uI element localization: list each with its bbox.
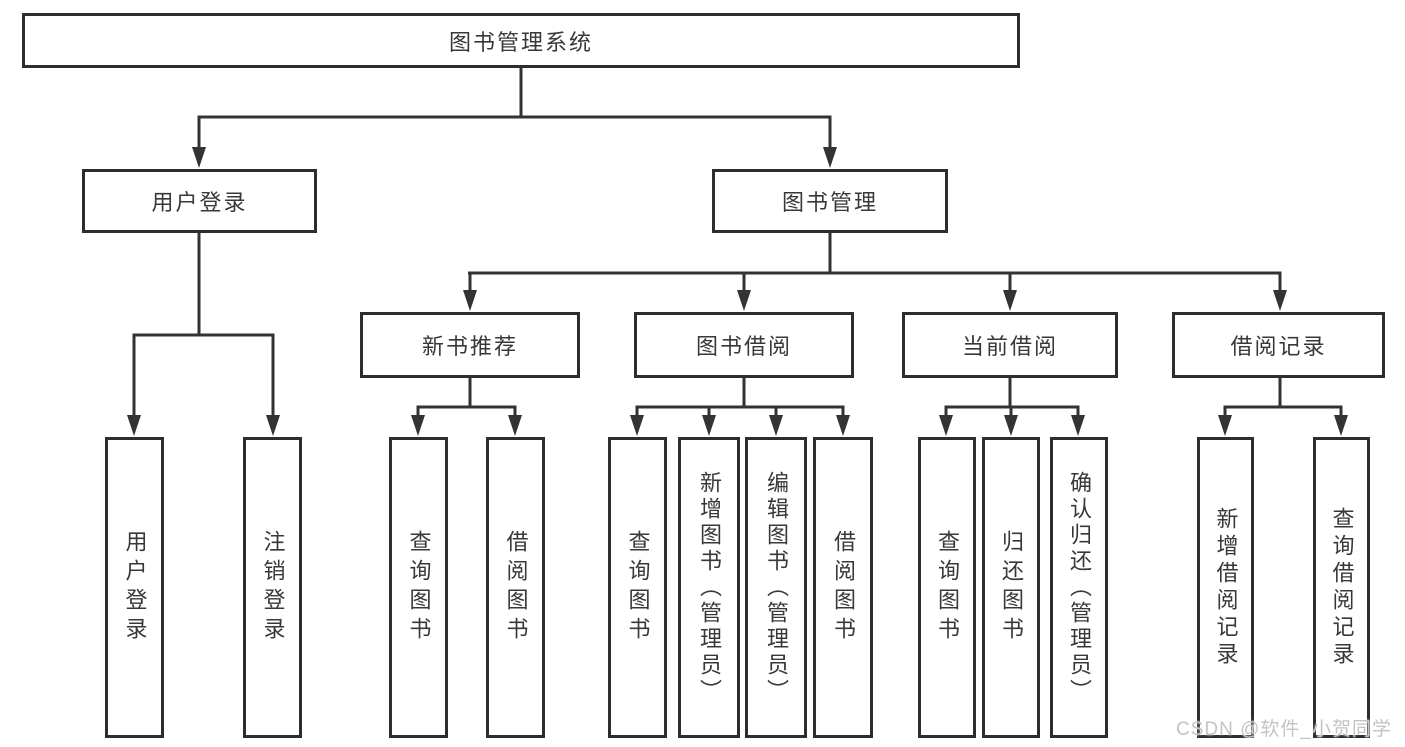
node-current-borrow: 当前借阅 bbox=[902, 312, 1118, 378]
node-root: 图书管理系统 bbox=[22, 13, 1020, 68]
leaf-current-return-book: 归还图书 bbox=[982, 437, 1040, 738]
node-current-borrow-label: 当前借阅 bbox=[961, 334, 1058, 359]
leaf-current-query-book: 查询图书 bbox=[918, 437, 976, 738]
node-user-login-label: 用户登录 bbox=[151, 190, 248, 215]
node-book-management: 图书管理 bbox=[712, 169, 948, 233]
leaf-recommend-query-book: 查询图书 bbox=[389, 437, 448, 738]
leaf-borrow-add-book-admin: 新增图书（管理员） bbox=[678, 437, 740, 738]
leaf-logout-label: 注销登录 bbox=[260, 529, 286, 646]
leaf-recommend-borrow-book-label: 借阅图书 bbox=[503, 529, 529, 646]
leaf-borrow-edit-book-admin: 编辑图书（管理员） bbox=[745, 437, 807, 738]
leaf-records-add-record: 新增借阅记录 bbox=[1197, 437, 1254, 738]
node-root-label: 图书管理系统 bbox=[448, 29, 593, 55]
node-borrow-records: 借阅记录 bbox=[1172, 312, 1385, 378]
leaf-borrow-borrow-book: 借阅图书 bbox=[813, 437, 873, 738]
leaf-user-login-label: 用户登录 bbox=[122, 529, 148, 646]
leaf-records-query-record-label: 查询借阅记录 bbox=[1329, 506, 1355, 669]
connector-arrows bbox=[127, 147, 1348, 436]
leaf-borrow-borrow-book-label: 借阅图书 bbox=[831, 529, 856, 646]
leaf-recommend-query-book-label: 查询图书 bbox=[406, 529, 432, 646]
leaf-current-query-book-label: 查询图书 bbox=[935, 529, 960, 646]
leaf-current-confirm-return-admin-label: 确认归还（管理员） bbox=[1067, 470, 1092, 705]
node-borrow-records-label: 借阅记录 bbox=[1230, 334, 1327, 359]
leaf-records-add-record-label: 新增借阅记录 bbox=[1213, 506, 1239, 669]
node-new-book-recommend: 新书推荐 bbox=[360, 312, 580, 378]
csdn-watermark: CSDN @软件_小贺同学 bbox=[1176, 719, 1392, 740]
leaf-current-return-book-label: 归还图书 bbox=[999, 529, 1024, 646]
leaf-user-login: 用户登录 bbox=[105, 437, 164, 738]
leaf-borrow-edit-book-admin-label: 编辑图书（管理员） bbox=[764, 470, 789, 705]
leaf-records-query-record: 查询借阅记录 bbox=[1313, 437, 1370, 738]
node-book-management-label: 图书管理 bbox=[781, 190, 878, 215]
node-new-book-recommend-label: 新书推荐 bbox=[421, 334, 518, 359]
leaf-recommend-borrow-book: 借阅图书 bbox=[486, 437, 545, 738]
leaf-borrow-query-book-label: 查询图书 bbox=[625, 529, 651, 646]
node-book-borrow: 图书借阅 bbox=[634, 312, 854, 378]
leaf-current-confirm-return-admin: 确认归还（管理员） bbox=[1050, 437, 1108, 738]
node-user-login: 用户登录 bbox=[82, 169, 317, 233]
leaf-borrow-add-book-admin-label: 新增图书（管理员） bbox=[697, 470, 722, 705]
leaf-borrow-query-book: 查询图书 bbox=[608, 437, 667, 738]
leaf-logout: 注销登录 bbox=[243, 437, 302, 738]
node-book-borrow-label: 图书借阅 bbox=[695, 334, 792, 359]
